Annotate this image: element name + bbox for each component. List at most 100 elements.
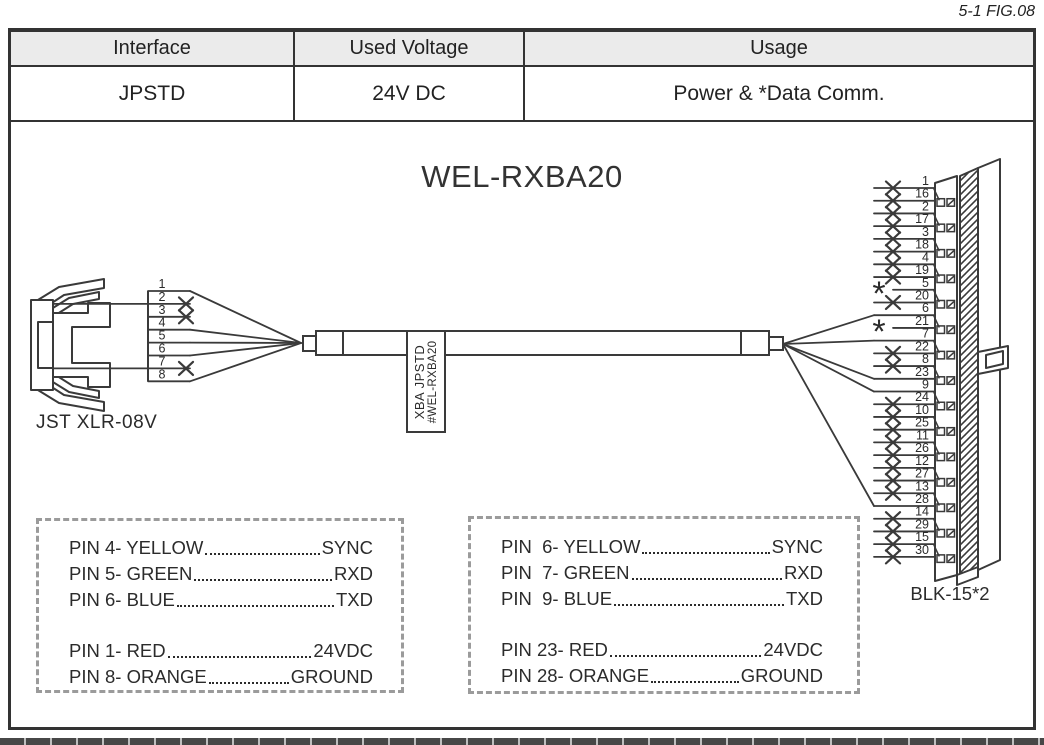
contact-square (946, 350, 956, 360)
pin-assignment-label: PIN 8- ORANGE (69, 666, 207, 687)
contact-square (946, 554, 956, 564)
contact-square (946, 452, 956, 462)
wire (782, 314, 875, 345)
spec-table-header-interface: Interface (11, 32, 295, 67)
hatched-side (959, 167, 979, 579)
cable-tag-line1: XBA JPSTD (412, 344, 427, 419)
mounting-tab-hole (985, 350, 1004, 369)
contact-square-mark (947, 402, 955, 409)
nc-cross-icon (884, 358, 902, 374)
contact-square (946, 197, 956, 207)
contact-square-mark (947, 530, 955, 537)
contact-link (933, 468, 940, 481)
wire (189, 342, 302, 383)
contact-link (933, 366, 940, 379)
right-pin-number: 3 (922, 225, 929, 239)
cable-tag-line2: #WEL-RXBA20 (427, 340, 439, 423)
note-asterisk: * (872, 313, 885, 351)
pin-signal: 24VDC (763, 639, 823, 660)
pin-assignment-label: PIN 9- BLUE (501, 588, 613, 609)
right-pin-number: 20 (915, 288, 929, 302)
contact-square (936, 223, 946, 233)
nc-cross-icon (884, 396, 902, 412)
right-pin-number: 14 (915, 505, 929, 519)
next-figure-edge (0, 738, 1044, 745)
dot-leader (614, 603, 784, 606)
nc-cross-icon (884, 434, 902, 450)
nc-cross-icon (884, 345, 902, 361)
page-title: WEL-RXBA20 (421, 159, 623, 194)
cable-tag: XBA JPSTD #WEL-RXBA20 (406, 330, 446, 433)
pin-signal: RXD (333, 563, 373, 584)
cable-collar-left (315, 330, 344, 356)
contact-square-mark (947, 199, 955, 206)
pin-assignment-row: PIN 9- BLUE TXD (501, 585, 823, 611)
contact-square (936, 503, 946, 513)
dot-leader (651, 680, 739, 683)
right-pin-number: 17 (915, 212, 929, 226)
right-pin-number: 23 (915, 365, 929, 379)
pin-assignment-label: PIN 6- BLUE (69, 589, 175, 610)
nc-cross-icon (884, 409, 902, 425)
right-pin-number: 28 (915, 492, 929, 506)
contact-link (933, 315, 940, 328)
contact-square-mark (947, 326, 955, 333)
nc-cross-icon (177, 309, 195, 325)
contact-square (936, 452, 946, 462)
left-pin-number: 5 (159, 329, 166, 343)
pin-signal: TXD (336, 589, 373, 610)
contact-square (936, 376, 946, 386)
pin-signal: RXD (783, 562, 823, 583)
contact-square (946, 376, 956, 386)
contact-link (933, 391, 940, 404)
wire (782, 343, 875, 507)
contact-square-mark (947, 275, 955, 282)
contact-square (946, 223, 956, 233)
wire (189, 342, 302, 357)
nc-cross-icon (884, 422, 902, 438)
contact-link (933, 417, 940, 430)
contact-link (933, 264, 940, 277)
contact-square (946, 299, 956, 309)
contact-square-mark (947, 352, 955, 359)
dot-leader (631, 577, 782, 580)
pin-assignment-label: PIN 1- RED (69, 640, 166, 661)
nc-cross-icon (884, 269, 902, 285)
contact-square (946, 426, 956, 436)
nc-cross-icon (177, 360, 195, 376)
cable-ferrule-left (302, 335, 317, 352)
dot-leader (208, 681, 289, 684)
dot-leader (205, 552, 320, 555)
contact-link (933, 213, 940, 226)
right-pin-number: 15 (915, 530, 929, 544)
contact-square (936, 325, 946, 335)
marks-layer: 123456781162173184195*20621*722823924102… (159, 174, 956, 565)
pin-signal: TXD (786, 588, 823, 609)
contact-link (933, 188, 940, 201)
contact-square-mark (947, 250, 955, 257)
nc-cross-icon (884, 256, 902, 272)
contact-link (933, 518, 940, 532)
dot-leader (167, 655, 312, 658)
pin-assignment-label: PIN 7- GREEN (501, 562, 630, 583)
nc-cross-icon (884, 244, 902, 260)
contact-square (936, 248, 946, 258)
contact-square-mark (947, 428, 955, 435)
dot-leader (642, 551, 770, 554)
figure-number: 5-1 FIG.08 (958, 3, 1035, 20)
left-pin-number: 8 (159, 367, 166, 381)
wire (782, 343, 875, 393)
wire (189, 328, 302, 344)
contact-square (946, 503, 956, 513)
contact-square (936, 426, 946, 436)
right-pin-number: 30 (915, 543, 929, 557)
contact-square (936, 197, 946, 207)
wire (782, 343, 875, 380)
cable-tag-text: XBA JPSTD #WEL-RXBA20 (412, 340, 440, 423)
spec-table-value-interface: JPSTD (11, 67, 295, 122)
